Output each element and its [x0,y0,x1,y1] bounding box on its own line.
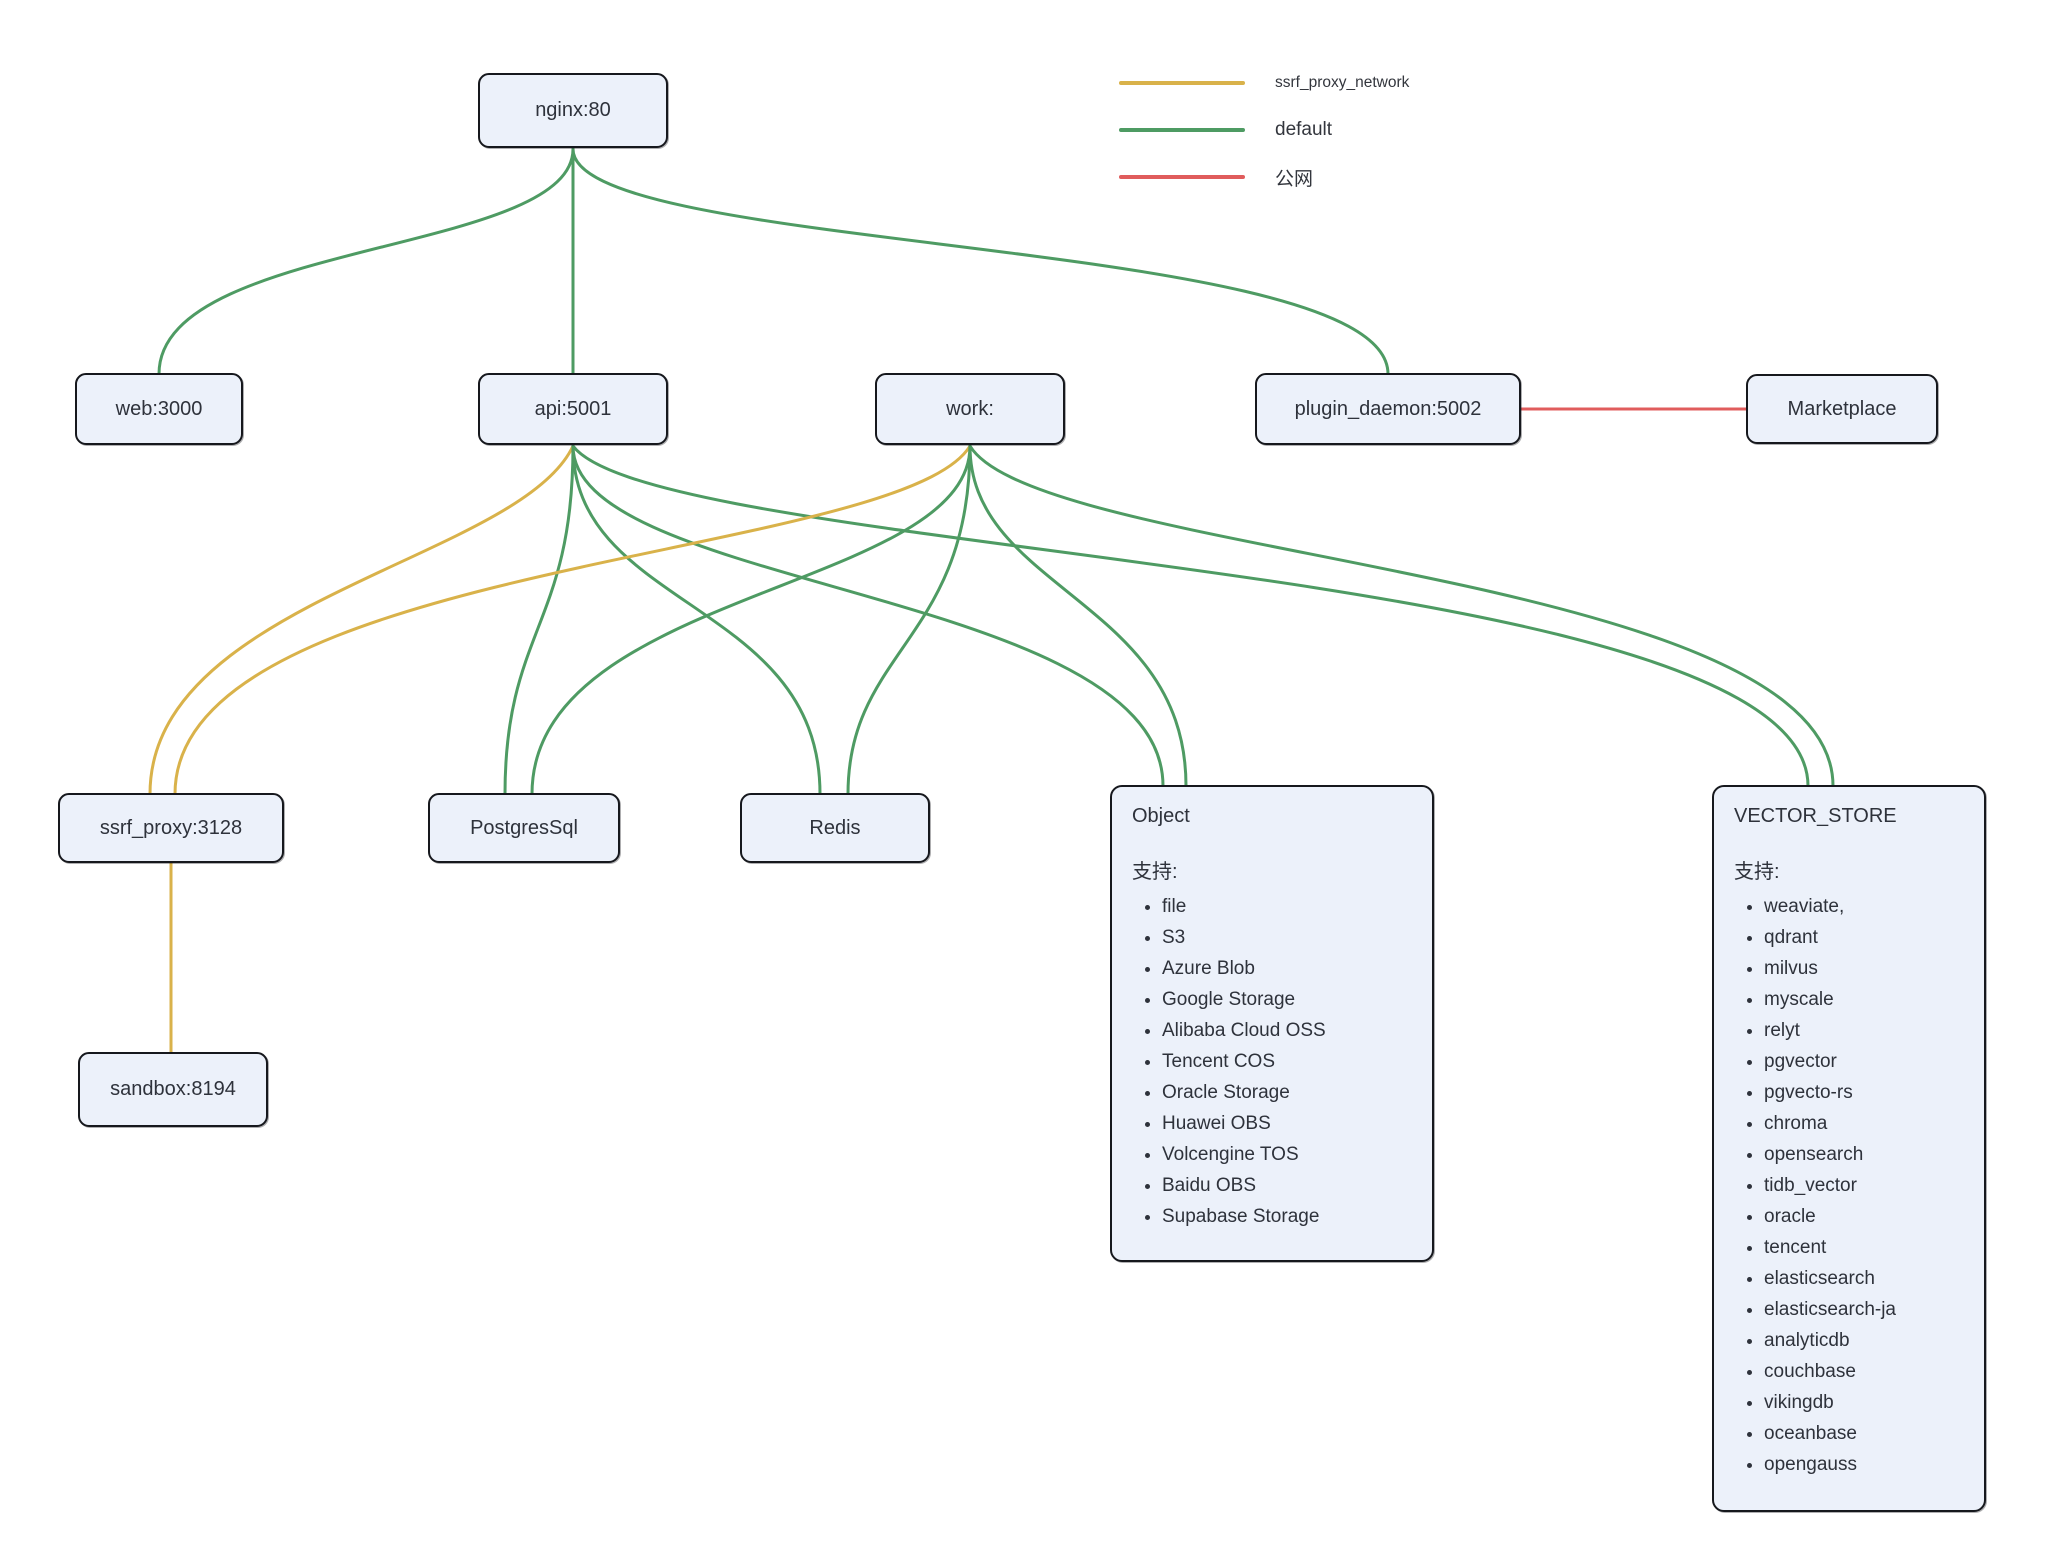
legend-line-public-network [1119,175,1245,179]
legend: ssrf_proxy_network default 公网 [1119,72,1409,213]
edge-nginx-plugin [571,147,1390,376]
object-store-item: file [1162,891,1412,922]
edge-api-ssrf [148,444,575,796]
edge-api-object_store [571,444,1165,788]
legend-item-default: default [1119,119,1409,141]
edge-api-redis [571,444,822,796]
vector-store-item: pgvector [1764,1046,1964,1077]
node-label: api:5001 [534,397,612,420]
edge-work-ssrf [173,444,972,796]
legend-item-public-network: 公网 [1119,166,1409,190]
object-store-item: Alibaba Cloud OSS [1162,1015,1412,1046]
node-label: nginx:80 [535,99,611,121]
vector-store-title: VECTOR_STORE [1734,805,1897,827]
legend-line-ssrf-proxy-network [1119,81,1245,85]
vector-store-item: opengauss [1764,1449,1964,1480]
vector-store-item: elasticsearch-ja [1764,1294,1964,1325]
object-store-box: Object 支持: fileS3Azure BlobGoogle Storag… [1110,785,1434,1262]
edge-api-vector_store [571,444,1810,788]
node-api: api:5001 [478,373,668,445]
node-label: sandbox:8194 [110,1078,236,1100]
legend-line-default [1119,128,1245,132]
object-store-item: Volcengine TOS [1162,1139,1412,1170]
node-ssrf: ssrf_proxy:3128 [58,793,284,863]
node-label: work: [946,397,994,420]
node-label: PostgresSql [470,816,578,839]
object-store-support-label: 支持: [1132,861,1178,883]
object-store-item: Huawei OBS [1162,1108,1412,1139]
vector-store-item: vikingdb [1764,1387,1964,1418]
edge-work-redis [846,444,972,796]
edge-work-object_store [968,444,1188,788]
vector-store-item: weaviate, [1764,891,1964,922]
node-label: Marketplace [1787,397,1897,420]
vector-store-box: VECTOR_STORE 支持: weaviate,qdrantmilvusmy… [1712,785,1986,1512]
vector-store-item: relyt [1764,1015,1964,1046]
node-nginx: nginx:80 [478,73,668,148]
vector-store-item: pgvecto-rs [1764,1077,1964,1108]
node-label: web:3000 [115,397,203,420]
node-postgres: PostgresSql [428,793,620,863]
object-store-item: Tencent COS [1162,1046,1412,1077]
object-store-item: S3 [1162,922,1412,953]
object-store-item: Baidu OBS [1162,1170,1412,1201]
vector-store-item: opensearch [1764,1139,1964,1170]
vector-store-item: elasticsearch [1764,1263,1964,1294]
node-label: ssrf_proxy:3128 [99,816,243,839]
node-redis: Redis [740,793,930,863]
vector-store-item: myscale [1764,984,1964,1015]
legend-label: default [1275,119,1333,140]
vector-store-item: couchbase [1764,1356,1964,1387]
node-plugin: plugin_daemon:5002 [1255,373,1521,445]
edge-nginx-web [157,147,575,376]
edge-work-postgres [530,444,972,796]
vector-store-item: tencent [1764,1232,1964,1263]
node-work: work: [875,373,1065,445]
vector-store-item: milvus [1764,953,1964,984]
object-store-list: fileS3Azure BlobGoogle StorageAlibaba Cl… [1132,891,1412,1232]
edge-work-vector_store [968,444,1835,788]
object-store-item: Supabase Storage [1162,1201,1412,1232]
edge-api-postgres [503,444,575,796]
legend-label: ssrf_proxy_network [1275,74,1410,91]
object-store-item: Google Storage [1162,984,1412,1015]
legend-label: 公网 [1275,168,1314,190]
object-store-title: Object [1132,805,1190,827]
node-sandbox: sandbox:8194 [78,1052,268,1127]
object-store-item: Azure Blob [1162,953,1412,984]
legend-item-ssrf-proxy-network: ssrf_proxy_network [1119,72,1409,94]
vector-store-list: weaviate,qdrantmilvusmyscalerelytpgvecto… [1734,891,1964,1480]
node-label: plugin_daemon:5002 [1294,397,1482,420]
vector-store-item: qdrant [1764,922,1964,953]
vector-store-item: chroma [1764,1108,1964,1139]
node-marketplace: Marketplace [1746,374,1938,444]
vector-store-support-label: 支持: [1734,861,1780,883]
vector-store-item: tidb_vector [1764,1170,1964,1201]
node-label: Redis [809,816,861,839]
object-store-item: Oracle Storage [1162,1077,1412,1108]
vector-store-item: oracle [1764,1201,1964,1232]
vector-store-item: analyticdb [1764,1325,1964,1356]
node-web: web:3000 [75,373,243,445]
vector-store-item: oceanbase [1764,1418,1964,1449]
